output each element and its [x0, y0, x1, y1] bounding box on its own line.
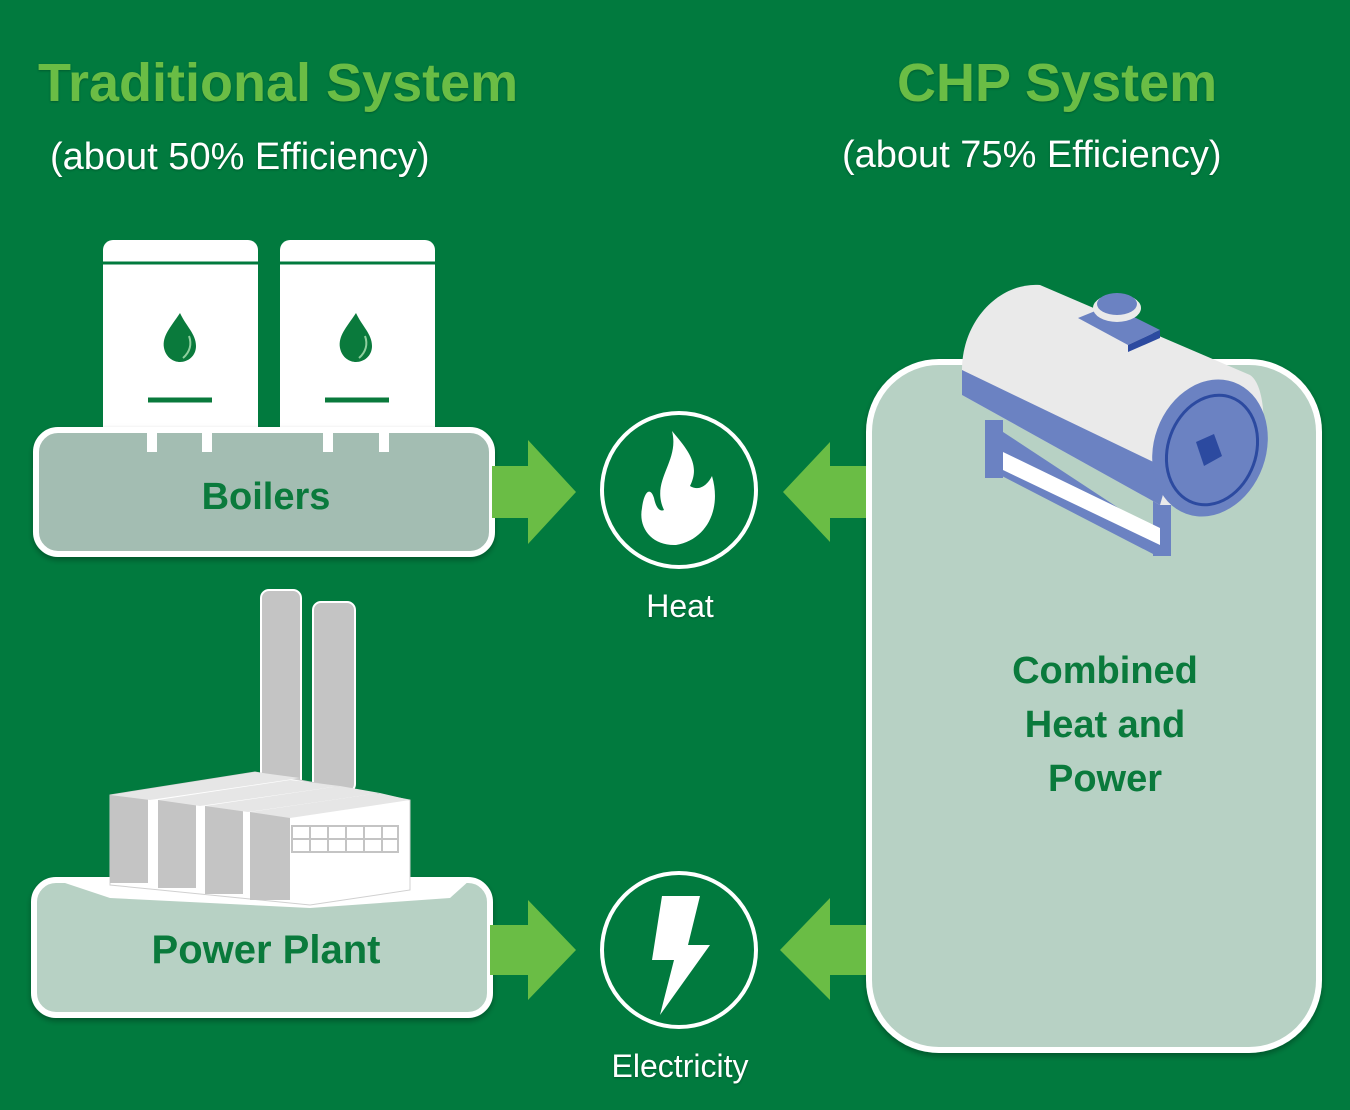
boiler-flame-icon: [339, 313, 372, 362]
factory-building: [56, 771, 470, 908]
electricity-label: Electricity: [611, 1048, 749, 1084]
traditional-efficiency-subtitle: (about 50% Efficiency): [50, 136, 430, 178]
boiler-icon: [103, 240, 435, 450]
chp-efficiency-subtitle: (about 75% Efficiency): [842, 134, 1222, 176]
boiler-flame-icon: [163, 313, 196, 362]
smokestack: [260, 589, 302, 791]
boilers-label: Boilers: [201, 476, 331, 518]
arrow-chp-to-heat: [783, 442, 866, 542]
chp-label-line: Power: [1047, 758, 1163, 800]
chp-unit-icon: [962, 284, 1268, 556]
arrow-boilers-to-heat: [492, 440, 576, 544]
power-plant-icon: [260, 589, 356, 793]
chp-label-line: Combined: [1012, 650, 1198, 692]
flame-icon: [641, 431, 715, 546]
heat-label: Heat: [646, 588, 714, 624]
arrow-chp-to-electricity: [780, 898, 866, 1000]
chp-label-line: Heat and: [1024, 704, 1186, 746]
electricity-output: [600, 871, 758, 1029]
chp-label: Combined Heat and Power: [930, 644, 1280, 806]
boiler-unit-1: [103, 240, 258, 450]
smokestack: [312, 601, 356, 793]
power-plant-label: Power Plant: [151, 928, 381, 972]
heat-output: [600, 411, 758, 569]
arrow-plant-to-electricity: [490, 900, 576, 1000]
traditional-system-title: Traditional System: [38, 53, 519, 113]
chp-system-title: CHP System: [897, 53, 1218, 113]
lightning-bolt-icon: [652, 896, 710, 1015]
boiler-unit-2: [280, 240, 435, 450]
